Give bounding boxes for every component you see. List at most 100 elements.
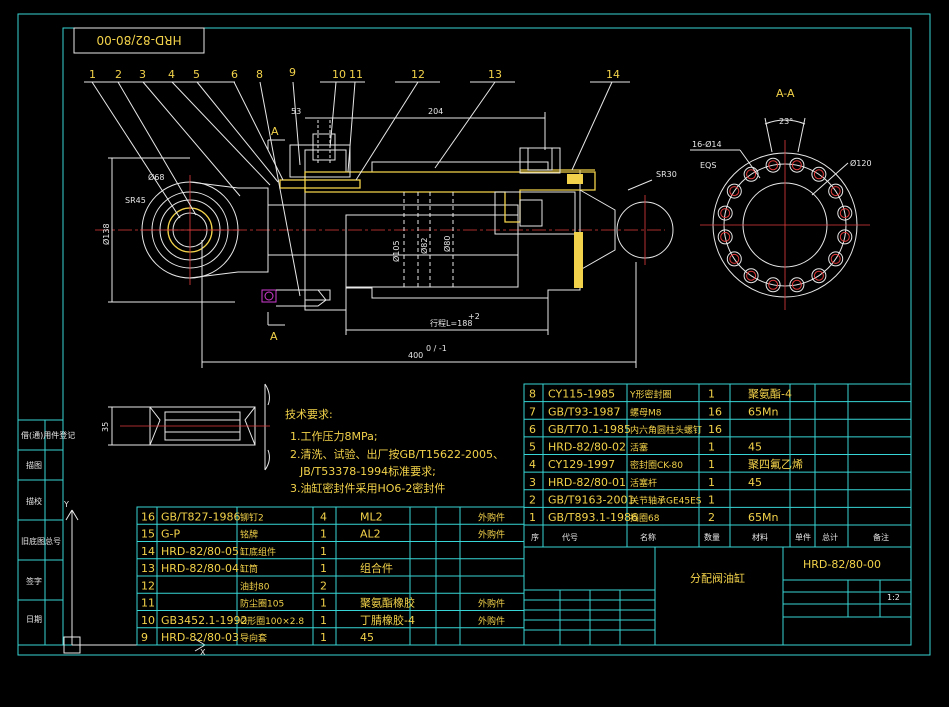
bolt-hole (837, 229, 853, 245)
parts-cell: G-P (161, 528, 180, 541)
bolt-hole (811, 268, 827, 284)
bolt-hole-inner (830, 186, 841, 197)
parts-cell: GB3452.1-1992 (161, 614, 248, 627)
parts-cell: 挡圈68 (630, 512, 660, 524)
parts-header: 单件 (795, 532, 811, 542)
bolt-hole-inner (839, 231, 850, 242)
parts-cell: 6 (529, 423, 536, 436)
side-label: 描校 (26, 496, 42, 506)
side-label: 借(通)用件登记 (21, 430, 75, 440)
dim-sr45: SR45 (125, 196, 146, 205)
dim-d80: Ø80 (442, 236, 452, 252)
dim-d138: Ø138 (101, 223, 111, 245)
bolt-hole (828, 183, 844, 199)
parts-cell: 16 (141, 510, 155, 523)
parts-cell: 16 (708, 423, 722, 436)
parts-header: 代号 (562, 532, 578, 542)
bolt-hole (726, 251, 742, 267)
bolt-holes (717, 157, 853, 293)
balloon-label: 6 (231, 68, 238, 81)
bolt-hole (743, 268, 759, 284)
parts-cell: 铆钉2 (240, 511, 264, 523)
main-cylinder-view (95, 120, 674, 311)
parts-header: 材料 (752, 532, 768, 542)
bolt-hole-inner (746, 169, 757, 180)
parts-cell: 2 (708, 511, 715, 524)
balloon-label: 13 (488, 68, 502, 81)
parts-header: 总计 (822, 532, 838, 542)
bolt-hole-inner (791, 279, 802, 290)
parts-cell: 1 (708, 493, 715, 506)
parts-cell: 1 (708, 441, 715, 454)
section-title: A-A (776, 87, 795, 100)
parts-cell: 7 (529, 405, 536, 418)
parts-cell: 螺母M8 (630, 407, 662, 418)
bolt-hole-inner (720, 208, 731, 219)
parts-cell: 缸底组件 (240, 546, 276, 558)
bolt-hole-inner (746, 270, 757, 281)
bolt-hole (789, 277, 805, 293)
side-label: 日期 (26, 615, 42, 624)
balloon-label: 10 (332, 68, 346, 81)
bolt-hole-inner (813, 270, 824, 281)
parts-cell: 关节轴承GE45ES (630, 494, 702, 506)
dim-stroke-tol: +2 (468, 312, 480, 321)
parts-cell: GB/T70.1-1985 (548, 423, 631, 436)
parts-cell: 2 (320, 579, 327, 592)
note-line: JB/T53378-1994标准要求; (299, 464, 436, 478)
parts-cell: 油封80 (240, 580, 270, 592)
bolt-hole-inner (729, 186, 740, 197)
parts-cell: 内六角圆柱头螺钉 (630, 424, 702, 436)
balloon-leaders: 1 2 3 4 5 6 8 9 10 11 12 13 14 (84, 66, 630, 297)
bolt-hole-inner (813, 169, 824, 180)
balloon-label: 14 (606, 68, 620, 81)
bolt-hole-inner (729, 253, 740, 264)
balloon-label: 11 (349, 68, 363, 81)
parts-cell: 4 (529, 458, 536, 471)
parts-cell: 外购件 (478, 615, 505, 627)
parts-cell: 密封圈CK-80 (630, 459, 683, 471)
parts-cell: 9 (141, 631, 148, 644)
parts-header: 备注 (873, 532, 889, 542)
parts-cell: 65Mn (748, 405, 778, 418)
bolt-hole-inner (791, 160, 802, 171)
parts-cell: 缸筒 (240, 563, 258, 575)
dim-d82: Ø82 (419, 238, 429, 254)
bolt-hole (765, 157, 781, 173)
parts-cell: 1 (708, 476, 715, 489)
parts-cell: 丁腈橡胶-4 (360, 613, 415, 627)
parts-cell: 45 (748, 441, 762, 454)
parts-cell: HRD-82/80-05 (161, 545, 239, 558)
parts-cell: 45 (748, 476, 762, 489)
section-a-a-view: A-A 23° 16-Ø14 EQS Ø120 (690, 87, 872, 310)
parts-cell: 65Mn (748, 511, 778, 524)
balloon-label: 5 (193, 68, 200, 81)
bolt-hole (765, 277, 781, 293)
technical-notes: 技术要求: 1.工作压力8MPa; 2.清洗、试验、出厂按GB/T15622-2… (285, 408, 504, 495)
parts-cell: 13 (141, 562, 155, 575)
note-line: 1.工作压力8MPa; (290, 430, 378, 443)
outer-frame (17, 13, 931, 656)
parts-cell: HRD-82/80-01 (548, 476, 626, 489)
parts-cell: 聚氨酯-4 (748, 388, 792, 401)
seal-detail-view: 35 (101, 383, 270, 471)
dim-53: 53 (291, 107, 301, 116)
bolt-hole (837, 205, 853, 221)
dim-sr30: SR30 (656, 170, 677, 179)
parts-cell: 防尘圈105 (240, 598, 284, 610)
parts-cell: 活塞 (630, 442, 648, 454)
bolt-hole (743, 166, 759, 182)
parts-cell: 16 (708, 405, 722, 418)
product-name: 分配阀油缸 (690, 571, 745, 585)
balloon-label: 3 (139, 68, 146, 81)
parts-cell: 外购件 (478, 511, 505, 523)
parts-cell: HRD-82/80-02 (548, 441, 626, 454)
balloon-label: 4 (168, 68, 175, 81)
bolt-hole-inner (839, 208, 850, 219)
parts-cell: HRD-82/80-03 (161, 631, 239, 644)
parts-cell: 聚四氟乙烯 (748, 458, 803, 471)
parts-cell: AL2 (360, 528, 381, 541)
